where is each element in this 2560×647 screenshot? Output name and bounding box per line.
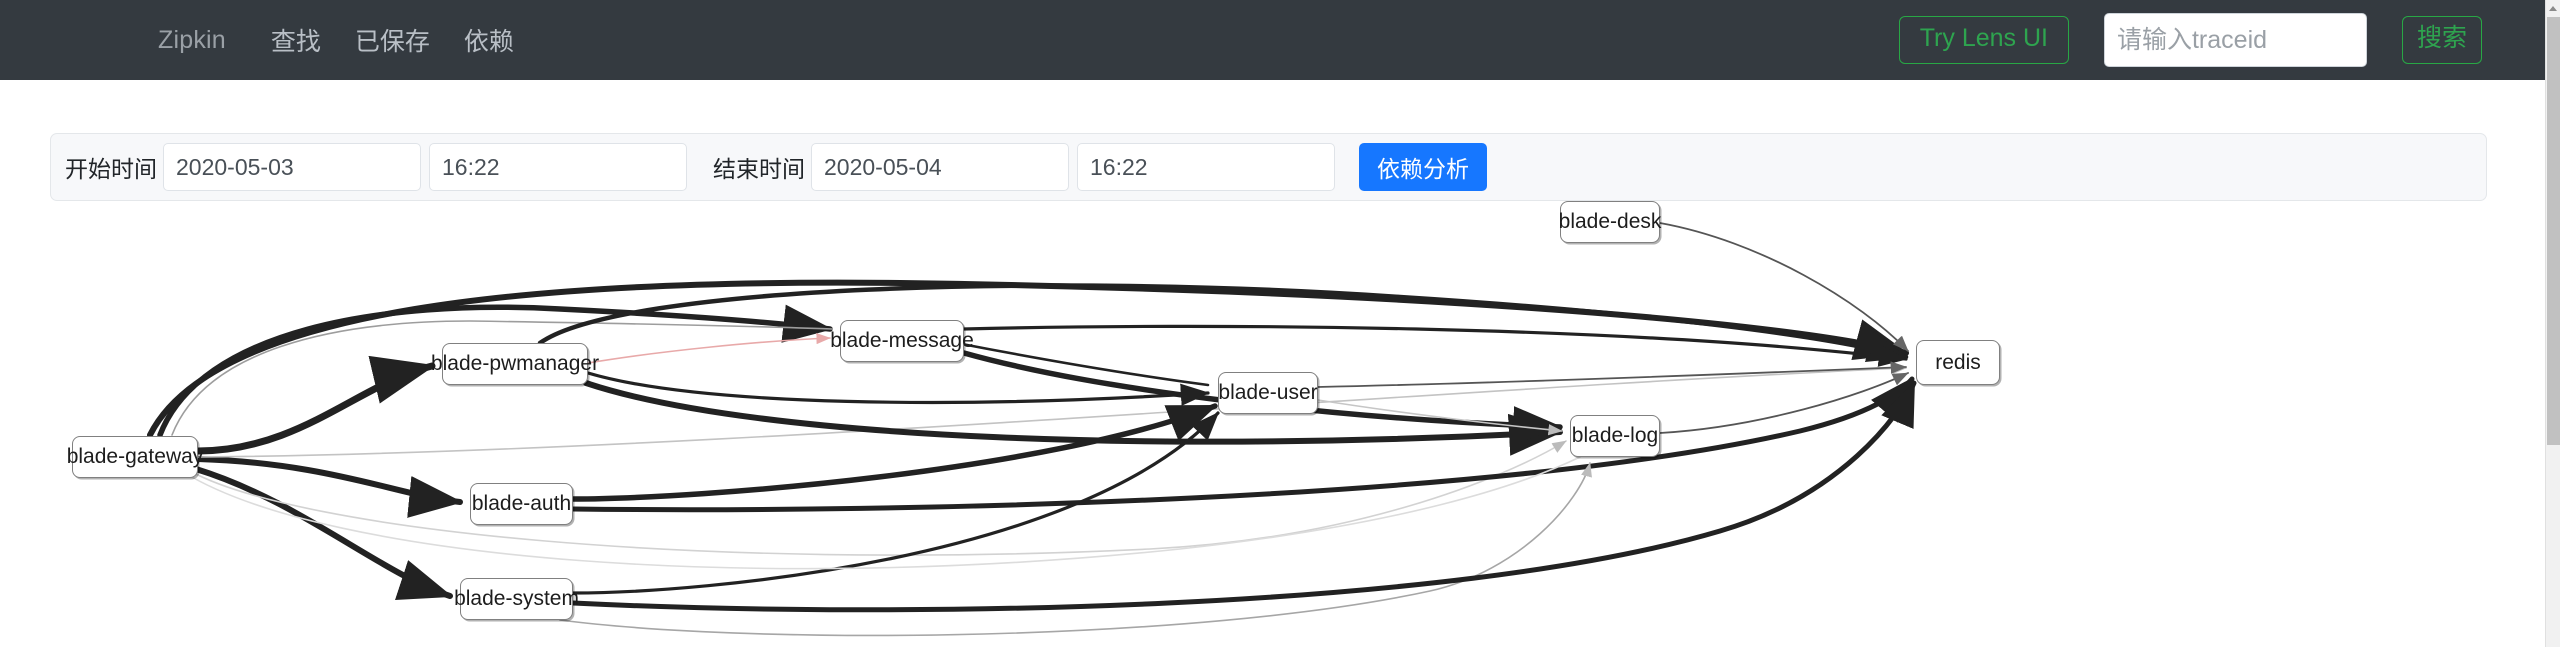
end-date-input[interactable] <box>811 143 1069 191</box>
graph-node-blade-message[interactable]: blade-message <box>830 320 974 362</box>
edge-gateway-upper-thin <box>171 320 833 436</box>
start-time-input[interactable] <box>429 143 687 191</box>
nav-link-saved[interactable]: 已保存 <box>354 28 430 56</box>
nav-link-dependency[interactable]: 依赖 <box>463 28 514 56</box>
search-button[interactable]: 搜索 <box>2401 16 2482 64</box>
graph-node-redis[interactable]: redis <box>1916 340 2000 385</box>
graph-node-blade-system[interactable]: blade-system <box>454 578 579 620</box>
node-label: blade-pwmanager <box>430 352 600 375</box>
edge-gateway-log-light <box>189 440 1567 556</box>
edge-gateway-auth <box>195 456 463 518</box>
edge-system-log-thin <box>559 462 1592 637</box>
edge-pwmanager-log <box>583 380 1563 456</box>
graph-node-blade-desk[interactable]: blade-desk <box>1558 201 1662 243</box>
end-time-label: 结束时间 <box>713 156 805 182</box>
scrollbar-thumb[interactable] <box>2547 17 2560 445</box>
graph-node-blade-user[interactable]: blade-user <box>1218 372 1318 414</box>
node-label: blade-desk <box>1558 210 1662 233</box>
top-navbar: Zipkin 查找 已保存 依赖 Try Lens UI 搜索 <box>0 0 2545 80</box>
try-lens-ui-button[interactable]: Try Lens UI <box>1898 16 2069 64</box>
scroll-up-arrow-icon[interactable] <box>2546 0 2560 16</box>
graph-node-blade-log[interactable]: blade-log <box>1570 415 1660 457</box>
edge-user-log-light <box>1317 399 1563 436</box>
node-label: blade-auth <box>471 492 572 515</box>
edge-pwmanager-user <box>586 371 1210 406</box>
edge-desk-redis <box>1659 222 1909 352</box>
edge-user-redis <box>1317 361 1907 388</box>
node-label: blade-log <box>1571 424 1659 447</box>
edge-gateway-pwmanager <box>194 355 436 455</box>
end-time-input[interactable] <box>1077 143 1335 191</box>
edge-message-user <box>960 342 1210 387</box>
edge-log-redis <box>1659 372 1909 434</box>
app-brand[interactable]: Zipkin <box>158 25 226 54</box>
node-label: blade-gateway <box>66 445 204 468</box>
nav-links: 查找 已保存 依赖 <box>271 22 514 58</box>
dependency-graph-canvas[interactable]: blade-gateway blade-pwmanager blade-mess… <box>0 201 2545 647</box>
edge-gateway-system <box>193 466 453 600</box>
edge-auth-user <box>570 403 1218 502</box>
graph-edge-layer <box>147 222 1917 637</box>
edge-system-redis <box>570 380 1917 613</box>
node-label: redis <box>1935 350 1981 374</box>
edge-gateway-redis-heavy <box>147 279 1909 438</box>
start-date-input[interactable] <box>163 143 421 191</box>
edge-pwmanager-redis <box>537 283 1909 363</box>
edge-pwmanager-message-error <box>587 332 831 364</box>
start-time-label: 开始时间 <box>65 156 157 182</box>
node-label: blade-user <box>1218 381 1318 404</box>
node-label: blade-system <box>454 587 579 610</box>
node-label: blade-message <box>830 329 974 352</box>
graph-node-blade-auth[interactable]: blade-auth <box>470 483 573 525</box>
traceid-search-input[interactable] <box>2103 13 2367 67</box>
edge-message-redis <box>962 324 1908 367</box>
nav-link-find[interactable]: 查找 <box>270 28 321 56</box>
page-scrollbar[interactable] <box>2545 0 2560 647</box>
graph-node-blade-pwmanager[interactable]: blade-pwmanager <box>431 343 599 385</box>
analyze-dependency-button[interactable]: 依赖分析 <box>1359 143 1487 191</box>
edge-auth-redis <box>570 376 1915 513</box>
dependency-graph-svg <box>147 222 1917 637</box>
edge-system-user <box>571 411 1220 595</box>
edge-low-light-arc <box>184 456 1581 570</box>
graph-node-blade-gateway[interactable]: blade-gateway <box>67 436 203 478</box>
edge-gateway-redis-light <box>197 363 1907 458</box>
dependency-filter-toolbar: 开始时间 结束时间 依赖分析 <box>50 133 2487 201</box>
navbar-right-group: Try Lens UI 搜索 <box>1898 13 2545 67</box>
